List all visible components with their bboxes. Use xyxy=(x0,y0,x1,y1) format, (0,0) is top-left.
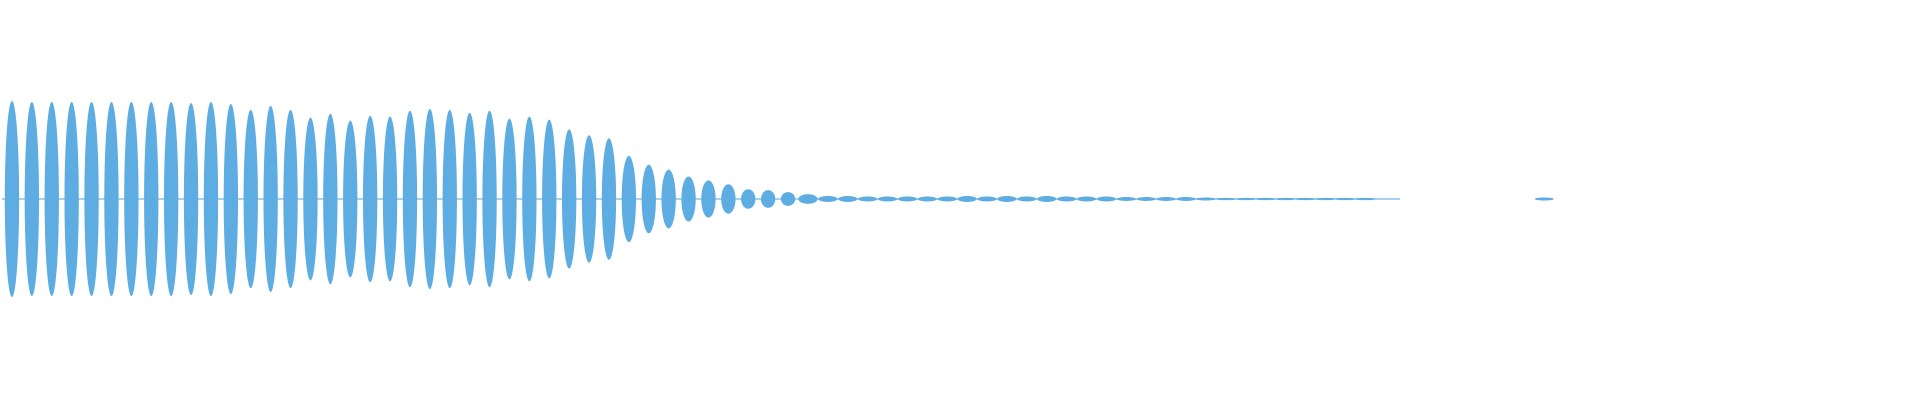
waveform-lobe xyxy=(601,138,617,260)
waveform-lobe xyxy=(1315,197,1335,201)
waveform-lobe xyxy=(482,110,497,288)
waveform-lobe xyxy=(283,109,298,289)
waveform-lobe xyxy=(223,103,239,295)
waveform-lobe xyxy=(462,112,477,286)
waveform-lobe xyxy=(897,196,918,202)
waveform-lobe xyxy=(303,117,318,281)
waveform-lobe xyxy=(1216,197,1236,201)
waveform-lobe xyxy=(561,129,577,269)
waveform-lobe xyxy=(937,196,957,202)
waveform-lobe xyxy=(44,101,59,297)
waveform-lobe xyxy=(124,101,139,297)
waveform-lobe xyxy=(64,101,79,297)
waveform-lobe xyxy=(681,176,696,222)
waveform-lobe xyxy=(858,196,878,202)
waveform-lobe xyxy=(701,180,716,218)
waveform-lobe xyxy=(84,101,99,297)
waveform-lobe xyxy=(1176,197,1196,201)
waveform-lobe xyxy=(402,110,418,288)
waveform-center-line xyxy=(2,198,1400,200)
waveform-lobe xyxy=(362,115,378,283)
waveform-lobe xyxy=(183,102,199,296)
waveform-lobe xyxy=(542,119,557,279)
waveform-lobe xyxy=(1037,196,1057,202)
waveform-lobe xyxy=(977,196,997,202)
waveform-lobe xyxy=(502,118,517,280)
waveform-lobe xyxy=(780,192,796,206)
waveform-lobe xyxy=(1534,197,1554,201)
waveform-lobe xyxy=(581,135,597,263)
waveform-lobe xyxy=(343,120,358,278)
waveform-lobe xyxy=(917,196,937,202)
waveform-lobe xyxy=(1096,196,1117,202)
waveform-lobe xyxy=(104,101,119,297)
waveform-lobe xyxy=(741,189,756,209)
waveform-lobe xyxy=(1057,196,1077,202)
waveform-lobe xyxy=(997,196,1017,202)
waveform-lobe xyxy=(323,113,338,285)
waveform-lobe xyxy=(163,101,179,297)
waveform-lobe xyxy=(1116,197,1136,201)
waveform-lobe xyxy=(1275,197,1296,201)
waveform-lobe xyxy=(422,108,438,290)
waveform-lobe xyxy=(522,116,537,282)
waveform-lobe xyxy=(1076,196,1097,202)
waveform-lobe xyxy=(798,194,818,204)
waveform-lobe xyxy=(1136,197,1156,201)
waveform-lobe xyxy=(1017,196,1037,202)
waveform-lobe xyxy=(760,190,776,208)
waveform-lobe xyxy=(721,184,736,214)
waveform-lobe xyxy=(442,109,457,289)
waveform-lobe xyxy=(1236,197,1256,201)
waveform-lobe xyxy=(1256,197,1276,201)
waveform-lobe xyxy=(818,196,838,202)
waveform-lobe xyxy=(243,109,258,289)
waveform-lobe xyxy=(1196,197,1216,201)
waveform-lobe xyxy=(1295,197,1316,201)
waveform-lobe xyxy=(641,164,656,234)
waveform-lobe xyxy=(957,196,977,202)
waveform-lobe xyxy=(4,101,20,297)
waveform-series xyxy=(2,101,1554,297)
waveform-lobe xyxy=(1355,197,1375,201)
waveform-lobe xyxy=(877,196,898,202)
waveform-lobe xyxy=(838,196,858,202)
waveform-lobe xyxy=(144,101,159,297)
waveform-lobe xyxy=(1335,197,1355,201)
waveform-lobe xyxy=(382,116,398,282)
waveform-lobe xyxy=(24,101,40,297)
waveform-lobe xyxy=(203,101,219,297)
waveform-lobe xyxy=(263,105,278,293)
waveform-lobe xyxy=(661,169,676,229)
waveform-lobe xyxy=(1156,197,1176,201)
waveform-lobe xyxy=(621,155,637,243)
